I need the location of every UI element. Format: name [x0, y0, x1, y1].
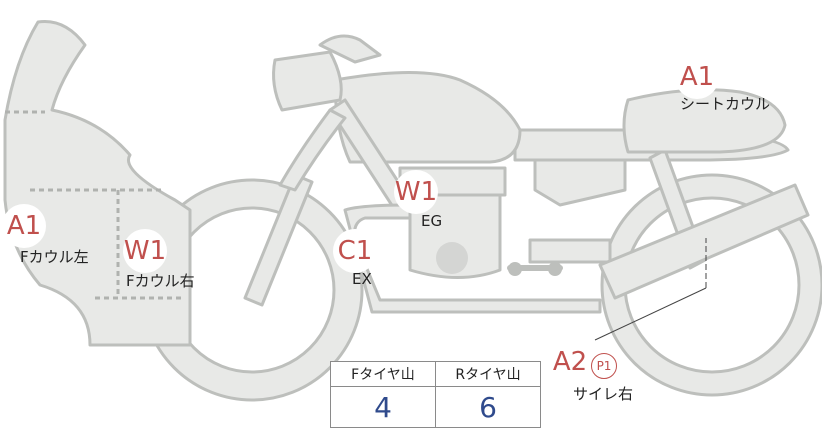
label-front-cowl-left: Fカウル左: [20, 248, 89, 266]
label-front-cowl-right: Fカウル右: [126, 272, 195, 290]
tire-tread-table: Fタイヤ山 Rタイヤ山 4 6: [330, 361, 541, 428]
label-exhaust: EX: [352, 270, 372, 288]
grade-muffler-right: A2: [548, 340, 592, 384]
label-seat-cowl: シートカウル: [680, 95, 771, 113]
grade-front-cowl-left: A1: [2, 204, 46, 248]
grade-front-cowl-right: W1: [123, 229, 167, 273]
label-engine: EG: [421, 212, 443, 230]
sub-grade-muffler-right: P1: [591, 353, 617, 379]
grade-exhaust: C1: [333, 229, 377, 273]
fuel-tank: [333, 71, 522, 164]
front-tire-header: Fタイヤ山: [330, 361, 436, 387]
front-fork: [243, 173, 314, 307]
grade-seat-cowl: A1: [675, 55, 719, 99]
grade-engine: W1: [394, 170, 438, 214]
label-muffler-right: サイレ右: [573, 385, 634, 403]
leader-line-muffler: [594, 287, 707, 341]
muffler: [598, 183, 810, 300]
front-tire-value: 4: [330, 386, 436, 428]
rear-tire-value: 6: [435, 386, 541, 428]
front-cowl: [3, 19, 192, 347]
rear-tire-header: Rタイヤ山: [435, 361, 541, 387]
rear-frame: [533, 158, 627, 207]
